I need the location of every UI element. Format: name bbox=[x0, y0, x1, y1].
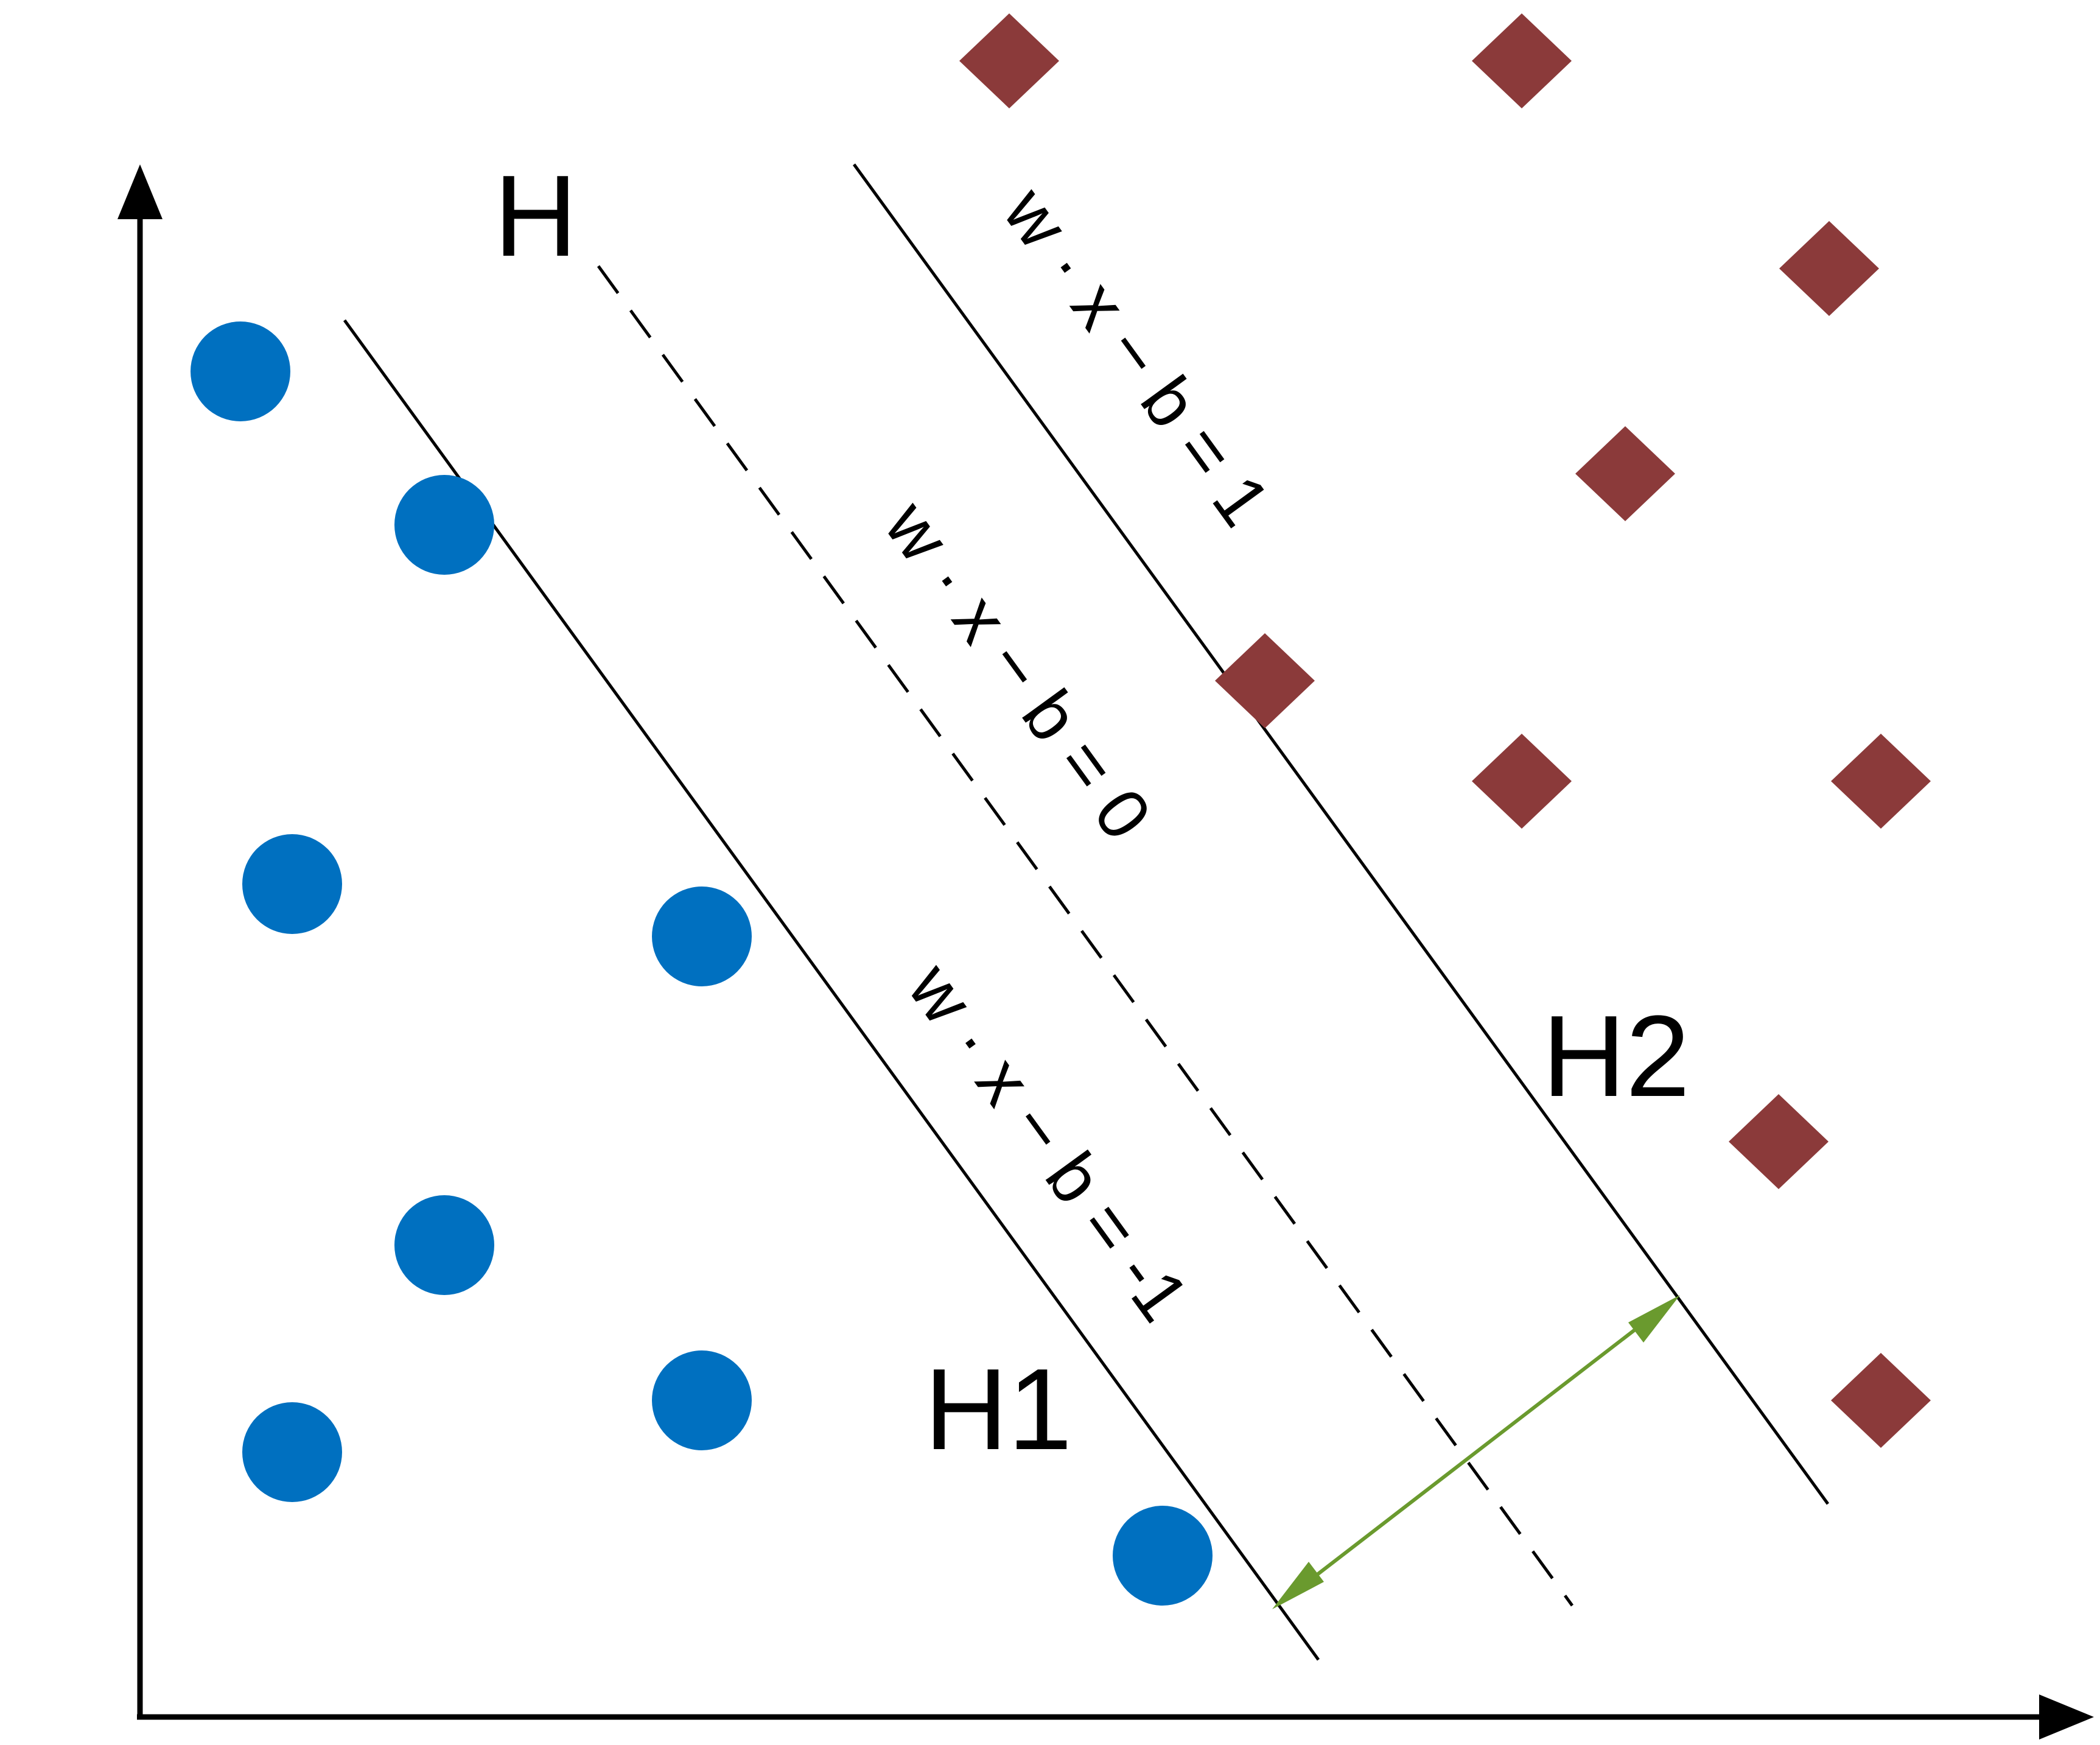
equation-lower: w · x − b = -1 bbox=[892, 949, 1204, 1335]
x-axis-arrowhead bbox=[2039, 1694, 2094, 1740]
axes bbox=[117, 164, 2094, 1740]
hyperplane-h bbox=[597, 265, 1574, 1607]
class-a-point bbox=[191, 321, 290, 421]
class-a-point bbox=[652, 1350, 752, 1450]
class-a-point bbox=[242, 1402, 342, 1502]
class-b-point bbox=[1831, 734, 1931, 829]
hyperplane-h2 bbox=[852, 163, 1830, 1505]
class-b-point bbox=[1472, 734, 1572, 829]
class-a-point bbox=[394, 475, 494, 575]
class-a-point bbox=[394, 1195, 494, 1295]
margin-arrow bbox=[1272, 1295, 1680, 1609]
hyperplanes bbox=[343, 163, 1830, 1661]
class-b-point bbox=[1575, 426, 1675, 521]
class-b-points bbox=[959, 13, 1931, 1448]
class-a-point bbox=[652, 887, 752, 986]
class-a-points bbox=[191, 321, 1213, 1606]
class-b-point bbox=[1779, 221, 1879, 316]
hyperplane-h1 bbox=[343, 319, 1320, 1661]
label-h2: H2 bbox=[1542, 992, 1690, 1121]
class-b-point bbox=[1729, 1094, 1829, 1189]
class-a-point bbox=[242, 834, 342, 934]
margin-arrowhead-lower bbox=[1272, 1562, 1324, 1609]
margin-arrowhead-upper bbox=[1628, 1295, 1680, 1343]
class-a-point bbox=[1113, 1506, 1213, 1606]
equation-middle: w · x − b = 0 bbox=[869, 486, 1167, 854]
class-b-point bbox=[1215, 633, 1315, 728]
equation-upper: w · x − b = 1 bbox=[988, 173, 1286, 541]
y-axis-arrowhead bbox=[117, 164, 163, 219]
class-b-point bbox=[1472, 13, 1572, 108]
label-h: H bbox=[494, 152, 577, 281]
label-h1: H1 bbox=[925, 1345, 1073, 1474]
class-b-point bbox=[1831, 1353, 1931, 1448]
class-b-point bbox=[959, 13, 1059, 108]
